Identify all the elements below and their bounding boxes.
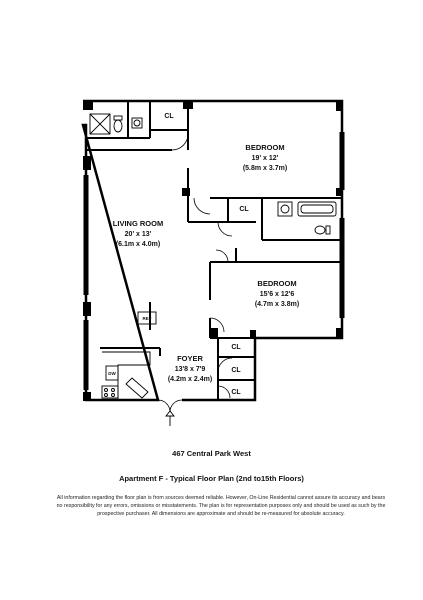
bedroom1-name: BEDROOM <box>245 143 284 152</box>
refrigerator-label: REF <box>143 316 152 321</box>
interior-walls <box>86 101 342 400</box>
foyer-name: FOYER <box>177 354 203 363</box>
living-room-dim-ft: 20' x 13' <box>125 231 152 238</box>
room-labels: BEDROOM 19' x 12' (5.8m x 3.7m) LIVING R… <box>113 143 299 383</box>
closet-label: CL <box>231 344 241 351</box>
bathtub-icon <box>297 201 337 217</box>
wall-piers <box>83 101 343 401</box>
foyer-dim-ft: 13'8 x 7'9 <box>175 366 206 373</box>
bedroom2-name: BEDROOM <box>257 279 296 288</box>
bedroom1-dim-m: (5.8m x 3.7m) <box>243 165 287 172</box>
living-room-name: LIVING ROOM <box>113 219 163 228</box>
refrigerator <box>137 311 157 325</box>
shower-stall <box>89 113 111 135</box>
bedroom1-dim-ft: 19' x 12' <box>252 155 279 162</box>
closet-label: CL <box>231 389 241 396</box>
dishwasher-label: DW <box>108 371 116 376</box>
bedroom2-dim-m: (4.7m x 3.8m) <box>255 301 299 308</box>
closet-label: CL <box>231 367 241 374</box>
living-room-dim-m: (6.1m x 4.0m) <box>116 241 160 248</box>
fixtures <box>89 113 337 426</box>
toilet-icon <box>113 119 123 133</box>
closet-label: CL <box>164 113 174 120</box>
disclaimer-text: All information regarding the floor plan… <box>56 495 386 517</box>
exterior-walls <box>81 99 345 402</box>
toilet-icon-2 <box>314 225 326 235</box>
building-address: 467 Central Park West <box>172 449 251 458</box>
sink-icon <box>131 117 143 129</box>
closet-labels: CL CL CL CL CL <box>164 113 249 396</box>
stove <box>101 385 119 399</box>
floor-plan: BEDROOM 19' x 12' (5.8m x 3.7m) LIVING R… <box>81 99 345 426</box>
entrance-arrow-icon <box>165 410 175 426</box>
plan-subtitle: Apartment F - Typical Floor Plan (2nd to… <box>119 474 304 483</box>
sink-icon-2 <box>277 201 293 217</box>
foyer-dim-m: (4.2m x 2.4m) <box>168 376 212 383</box>
dishwasher <box>105 365 119 381</box>
closet-label: CL <box>239 206 249 213</box>
bedroom2-dim-ft: 15'6 x 12'6 <box>260 291 295 298</box>
